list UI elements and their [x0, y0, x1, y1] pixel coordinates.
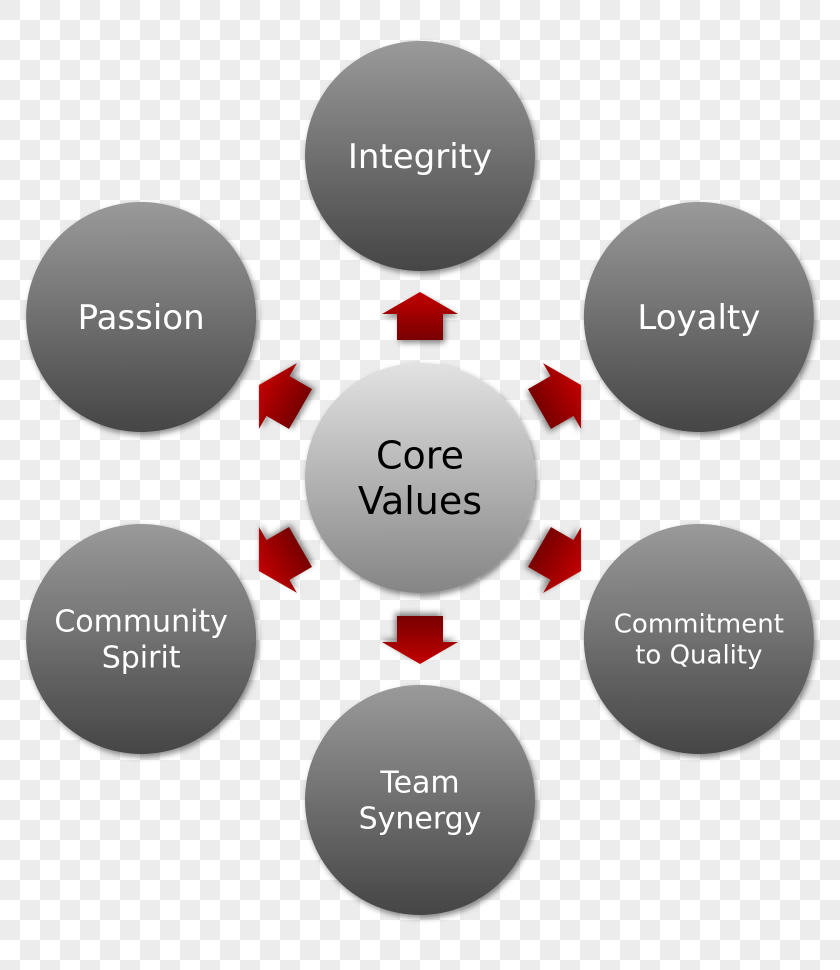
arrow-icon-passion [258, 363, 312, 429]
node-integrity-circle [305, 41, 535, 271]
node-passion-label: Passion [78, 298, 205, 338]
node-commitment-to-quality-circle [583, 524, 814, 754]
node-loyalty-circle [583, 202, 814, 432]
node-community-spirit-label: Community [54, 605, 228, 640]
arrow-icon-loyalty [528, 363, 582, 429]
node-team-synergy-circle [305, 685, 535, 915]
node-integrity-label: Integrity [348, 137, 492, 177]
center-node-circle [305, 363, 535, 593]
node-loyalty: Loyalty [583, 202, 814, 432]
node-team-synergy-label: Team [379, 766, 459, 801]
node-commitment-to-quality-label: Commitment [614, 610, 784, 640]
arrow-icon-team-synergy [382, 616, 458, 664]
center-node-label: Core [376, 434, 464, 478]
node-passion-circle [26, 202, 257, 432]
node-loyalty-label: Loyalty [637, 298, 760, 338]
center-node-label: Values [358, 479, 482, 523]
arrow-icon-integrity [382, 292, 458, 340]
arrow-icon-commitment-to-quality [528, 527, 582, 593]
node-commitment-to-quality-label: to Quality [635, 641, 762, 671]
node-community-spirit-label: Spirit [102, 641, 181, 676]
node-community-spirit-circle [26, 524, 257, 754]
node-team-synergy-label: Synergy [359, 802, 482, 837]
arrow-icon-community-spirit [258, 527, 312, 593]
node-integrity: Integrity [305, 41, 535, 271]
node-passion: Passion [26, 202, 257, 432]
